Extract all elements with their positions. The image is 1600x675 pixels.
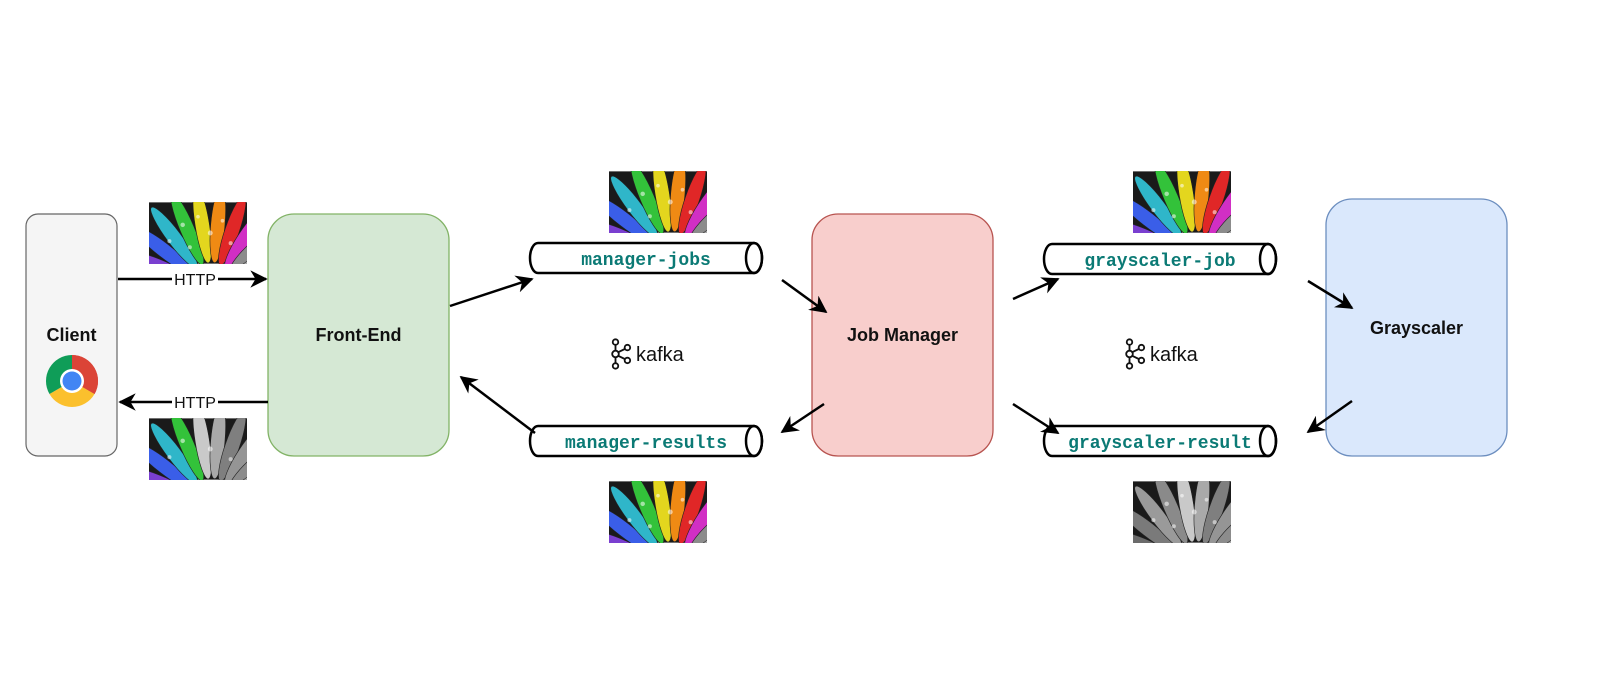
- kafka-label-left: kafka: [636, 344, 685, 366]
- edge-frontend-to-client: HTTP: [118, 392, 268, 412]
- topic-manager-jobs: manager-jobs: [528, 241, 764, 275]
- edge-manager-results-to-frontend: [459, 375, 536, 434]
- topic-manager-results-label: manager-results: [565, 434, 727, 454]
- edge-job-manager-to-grayscaler-result: [1012, 402, 1060, 435]
- kafka-logo-right: kafka: [1125, 338, 1199, 370]
- kafka-label-right: kafka: [1150, 344, 1199, 366]
- partial-grayscale-flower-image: [149, 418, 247, 480]
- front-end-node: Front-End: [267, 213, 450, 457]
- grayscaler-label: Grayscaler: [1370, 318, 1463, 338]
- kafka-logo-icon: [1125, 338, 1146, 370]
- topic-grayscaler-job-label: grayscaler-job: [1084, 252, 1235, 272]
- grayscaler-node: Grayscaler: [1325, 198, 1508, 457]
- topic-manager-results: manager-results: [528, 424, 764, 458]
- grayscale-flower-image: [1133, 481, 1231, 543]
- color-flower-image: [1133, 171, 1231, 233]
- topic-grayscaler-result-label: grayscaler-result: [1068, 434, 1252, 454]
- http-response-label: HTTP: [174, 395, 216, 412]
- edge-job-manager-to-grayscaler-job: [1012, 277, 1060, 301]
- kafka-logo-icon: [611, 338, 632, 370]
- client-node: Client: [25, 213, 118, 457]
- kafka-logo-left: kafka: [611, 338, 685, 370]
- edge-grayscaler-to-grayscaler-result: [1306, 399, 1353, 434]
- chrome-icon: [45, 355, 99, 408]
- color-flower-image: [609, 171, 707, 233]
- edge-manager-jobs-to-job-manager: [781, 278, 828, 314]
- edge-grayscaler-job-to-grayscaler: [1307, 279, 1354, 310]
- edge-client-to-frontend: HTTP: [118, 269, 268, 289]
- topic-manager-jobs-label: manager-jobs: [581, 251, 711, 271]
- client-label: Client: [46, 325, 96, 345]
- edge-job-manager-to-manager-results: [780, 402, 825, 434]
- http-request-label: HTTP: [174, 272, 216, 289]
- color-flower-image: [609, 481, 707, 543]
- front-end-label: Front-End: [316, 325, 402, 345]
- topic-grayscaler-job: grayscaler-job: [1042, 242, 1278, 276]
- topic-grayscaler-result: grayscaler-result: [1042, 424, 1278, 458]
- job-manager-label: Job Manager: [847, 325, 958, 345]
- job-manager-node: Job Manager: [811, 213, 994, 457]
- edge-frontend-to-manager-jobs: [449, 275, 534, 308]
